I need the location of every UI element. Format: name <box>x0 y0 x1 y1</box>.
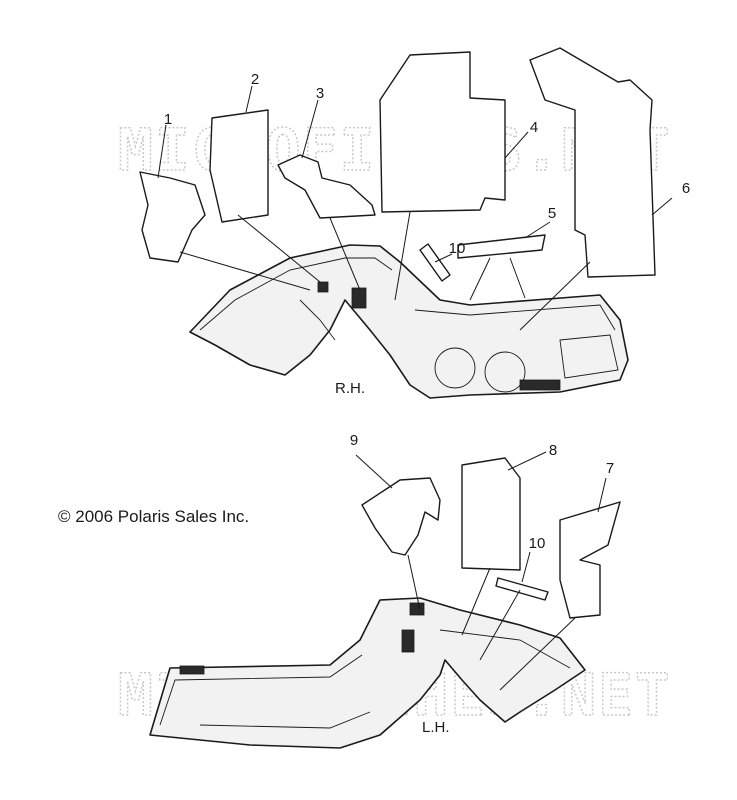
callout-10-lh: 10 <box>529 535 546 552</box>
part-2-panel <box>209 109 269 223</box>
callout-8: 8 <box>549 442 557 459</box>
view-label-lh: L.H. <box>422 719 450 736</box>
callout-5: 5 <box>548 205 556 222</box>
part-10-strip-rh <box>419 243 451 282</box>
callout-4: 4 <box>530 119 538 136</box>
callout-2: 2 <box>251 71 259 88</box>
part-7-panel <box>559 501 621 619</box>
copyright-text: © 2006 Polaris Sales Inc. <box>58 507 249 526</box>
part-3-panel <box>277 154 376 219</box>
callout-1: 1 <box>164 111 172 128</box>
callout-7: 7 <box>606 460 614 477</box>
part-5-strip <box>457 234 546 259</box>
rh-fender-assembly <box>189 244 629 399</box>
callout-6: 6 <box>682 180 690 197</box>
view-label-rh: R.H. <box>335 380 365 397</box>
part-9-panel <box>361 477 441 556</box>
part-4-panel <box>379 51 506 213</box>
callout-10-rh: 10 <box>449 240 466 257</box>
part-6-panel <box>529 47 656 278</box>
part-1-panel <box>139 171 206 263</box>
callout-3: 3 <box>316 85 324 102</box>
lh-fender-assembly <box>149 597 586 749</box>
part-8-panel <box>461 457 521 571</box>
part-10-strip-lh <box>495 577 549 601</box>
callout-9: 9 <box>350 432 358 449</box>
